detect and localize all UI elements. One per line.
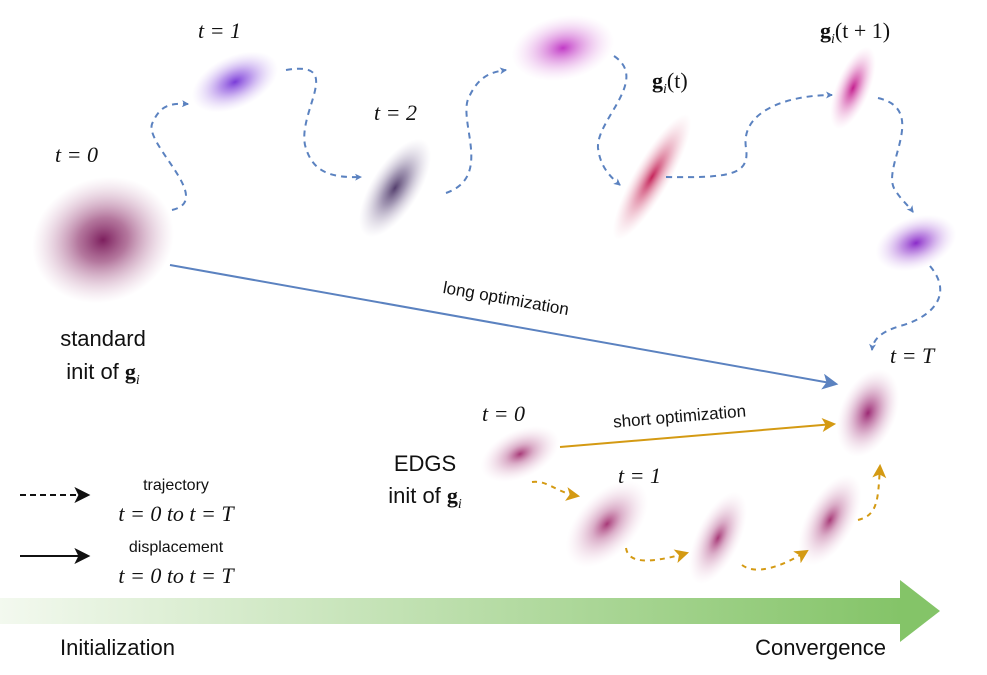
trajectory-segment-3 — [445, 67, 508, 194]
svg-text:standard: standard — [60, 326, 146, 351]
standard-init-label: standard init of gi — [60, 326, 146, 388]
legend-displacement-range: t = 0 to t = T — [118, 563, 235, 588]
short-optimization-arrow — [559, 418, 837, 448]
gaussian-edgs-t2 — [688, 491, 748, 585]
initialization-label: Initialization — [60, 635, 175, 660]
svg-text:init of gi: init of gi — [388, 483, 462, 512]
gaussian-edgs-t0 — [480, 425, 560, 483]
edgs-trajectory-segment-4 — [857, 463, 887, 521]
trajectory-segment-5 — [665, 91, 834, 179]
legend-displacement-label: displacement — [129, 539, 224, 556]
gaussian-standard-t0 — [32, 176, 174, 304]
gaussian-near-convergence — [875, 214, 957, 272]
progress-arrow — [0, 580, 940, 642]
legend: trajectory t = 0 to t = T displacement t… — [20, 477, 235, 588]
label-std-t2: t = 2 — [374, 100, 417, 125]
long-optimization-label: long optimization — [441, 278, 570, 319]
trajectory-segment-7 — [869, 265, 942, 352]
legend-trajectory-label: trajectory — [143, 477, 209, 494]
svg-text:EDGS: EDGS — [394, 451, 456, 476]
gaussian-g-i-t — [612, 114, 692, 240]
trajectory-segment-2 — [285, 67, 363, 181]
short-optimization-label: short optimization — [612, 401, 746, 431]
gaussian-g-i-t-plus-1 — [830, 46, 876, 130]
label-edgs-t1: t = 1 — [618, 463, 661, 488]
trajectory-segment-4 — [596, 55, 628, 186]
edgs-trajectory-segment-2 — [625, 547, 690, 563]
gaussian-standard-t2 — [359, 138, 431, 238]
long-optimization-arrow — [169, 264, 839, 390]
svg-text:init of gi: init of gi — [66, 359, 140, 388]
gaussian-edgs-t1 — [565, 480, 649, 568]
label-t-final: t = T — [890, 343, 936, 368]
trajectory-segment-1 — [150, 100, 190, 211]
label-std-t1: t = 1 — [198, 18, 241, 43]
legend-trajectory-range: t = 0 to t = T — [118, 501, 235, 526]
gaussian-top-center — [511, 14, 615, 82]
edgs-trajectory-segment-3 — [741, 549, 809, 571]
label-std-t0: t = 0 — [55, 142, 98, 167]
gaussian-final — [836, 369, 900, 457]
edgs-trajectory-segment-1 — [531, 480, 581, 501]
label-edgs-t0: t = 0 — [482, 401, 525, 426]
label-g-i-t: gi(t) — [652, 68, 688, 97]
convergence-label: Convergence — [755, 635, 886, 660]
gaussian-standard-t1 — [191, 51, 279, 113]
gaussian-edgs-t3 — [798, 474, 862, 566]
trajectory-segment-6 — [877, 97, 914, 213]
edgs-init-label: EDGS init of gi — [388, 451, 462, 512]
label-g-i-t-plus-1: gi(t + 1) — [820, 18, 890, 47]
